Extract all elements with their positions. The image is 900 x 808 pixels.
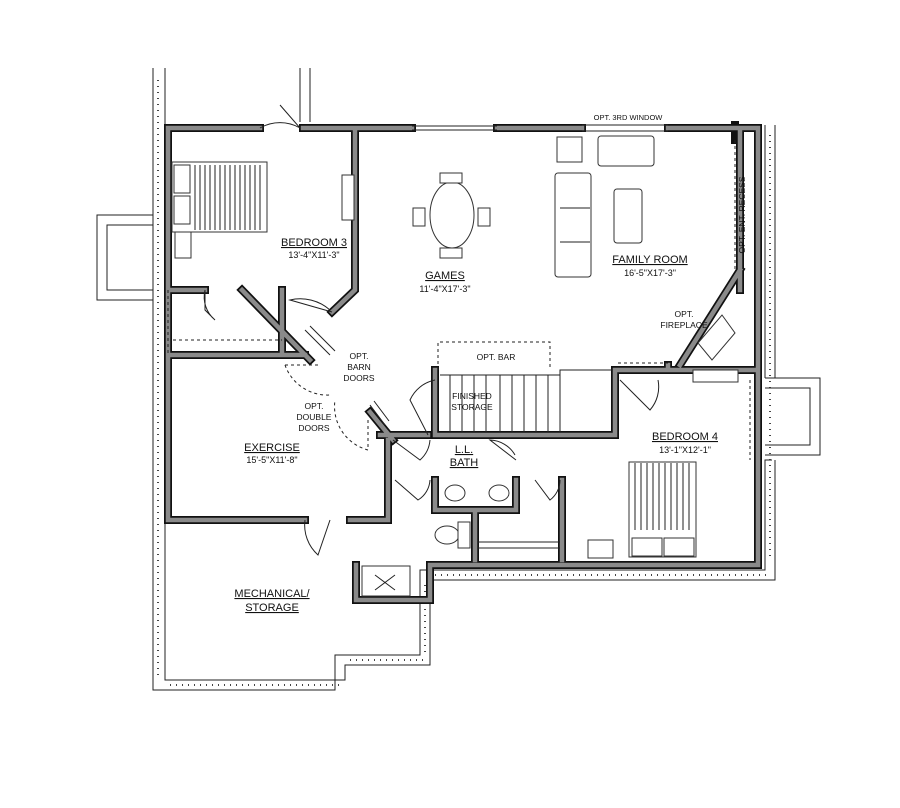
bedroom4-label: BEDROOM 4 — [652, 431, 718, 443]
toilet — [434, 525, 460, 545]
fireplace — [697, 314, 736, 361]
barn-doors-note-3: DOORS — [343, 373, 375, 383]
coffee-table — [613, 188, 643, 244]
bedroom3-label: BEDROOM 3 — [281, 237, 347, 249]
bedroom4-size: 13'-1"X12'-1" — [659, 445, 711, 455]
double-doors-note-1: OPT. — [305, 401, 324, 411]
bedroom3-size: 13'-4"X11'-3" — [288, 250, 339, 260]
foundation — [152, 68, 776, 691]
ent-recess-note: OPT. ENT. RECESS — [737, 176, 747, 253]
double-doors-note-2: DOUBLE — [297, 412, 332, 422]
barn-doors-note-1: OPT. — [350, 351, 369, 361]
walls — [164, 121, 762, 604]
bar-note: OPT. BAR — [477, 352, 516, 362]
doors — [203, 104, 660, 556]
storage-label-2: STORAGE — [451, 402, 493, 412]
storage-label-1: FINISHED — [452, 391, 492, 401]
fireplace-note-1: OPT. — [675, 309, 694, 319]
shower — [361, 565, 411, 597]
bath-label-2: BATH — [450, 457, 479, 469]
optional-lines — [167, 140, 751, 460]
bath-label-1: L.L. — [455, 444, 473, 456]
furniture — [171, 135, 739, 597]
fireplace-note-2: FIREPLACE — [660, 320, 708, 330]
family-room-size: 16'-5"X17'-3" — [624, 268, 676, 278]
games-size: 11'-4"X17'-3" — [419, 284, 470, 294]
window-well-right — [765, 377, 821, 456]
exercise-label: EXERCISE — [244, 442, 300, 454]
game-table — [429, 181, 475, 249]
games-label: GAMES — [425, 270, 465, 282]
family-room-label: FAMILY ROOM — [612, 254, 687, 266]
sofa — [554, 172, 592, 278]
mechanical-label-2: STORAGE — [245, 602, 299, 614]
mechanical-label-1: MECHANICAL/ — [234, 588, 310, 600]
stairs — [440, 369, 612, 432]
double-doors-note-3: DOORS — [298, 423, 330, 433]
window-well-left — [96, 214, 153, 301]
third-window-note: OPT. 3RD WINDOW — [594, 113, 664, 122]
barn-doors-note-2: BARN — [347, 362, 371, 372]
exercise-size: 15'-5"X11'-8" — [246, 455, 297, 465]
